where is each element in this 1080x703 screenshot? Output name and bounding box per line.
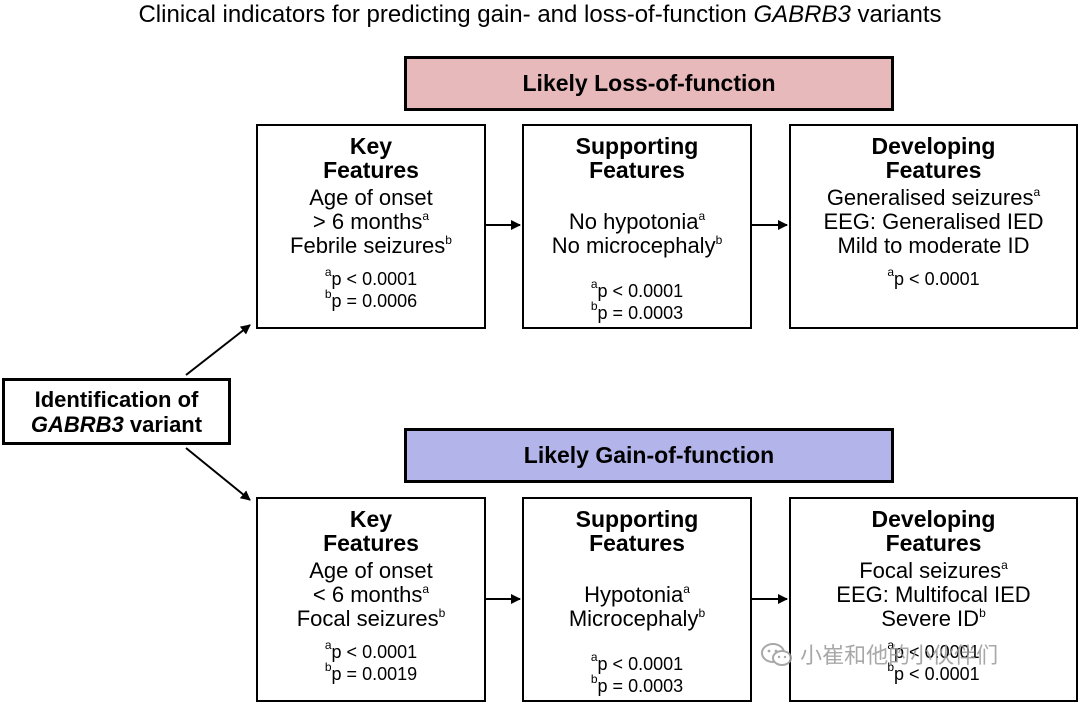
loss-developing-stats: ap < 0.0001 (887, 265, 980, 289)
figure-title: Clinical indicators for predicting gain-… (0, 2, 1080, 28)
loss-key-lines: Age of onset > 6 monthsa Febrile seizure… (290, 185, 452, 258)
gain-banner: Likely Gain-of-function (404, 428, 894, 483)
loss-supporting-lines: No hypotoniaa No microcephalyb (551, 209, 723, 258)
gain-key-lines: Age of onset < 6 monthsa Focal seizuresb (296, 558, 446, 631)
identification-line2: GABRB3 variant (5, 412, 228, 437)
loss-supporting-stats: ap < 0.0001 bp = 0.0003 (590, 277, 684, 323)
loss-key-stats: ap < 0.0001 bp = 0.0006 (324, 265, 418, 311)
title-text: Clinical indicators for predicting gain-… (138, 1, 754, 28)
title-suffix: variants (850, 1, 942, 28)
title-gene: GABRB3 (753, 1, 851, 28)
identification-box: Identification of GABRB3 variant (2, 378, 231, 445)
arrow-to-gain (185, 447, 251, 501)
wechat-icon (761, 643, 792, 666)
identification-line1: Identification of (34, 386, 199, 412)
watermark-text: 小崔和他的小伙伴们 (800, 643, 999, 668)
watermark: 小崔和他的小伙伴们 (760, 638, 998, 670)
identification-gene: GABRB3 (30, 411, 124, 437)
arrow-to-loss (185, 324, 251, 376)
gain-developing-lines: Focal seizuresa EEG: Multifocal IED Seve… (836, 558, 1031, 631)
loss-banner: Likely Loss-of-function (404, 56, 894, 111)
gain-developing-stats: ap < 0.0001 bp < 0.0001 (887, 638, 980, 684)
gain-key-stats: ap < 0.0001 bp = 0.0019 (324, 638, 418, 684)
gain-supporting-lines: Hypotoniaa Microcephalyb (568, 582, 706, 631)
gain-banner-label: Likely Gain-of-function (523, 442, 775, 468)
identification-suffix: variant (123, 411, 203, 437)
gain-supporting-stats: ap < 0.0001 bp = 0.0003 (590, 650, 684, 696)
loss-banner-label: Likely Loss-of-function (522, 70, 776, 96)
loss-developing-lines: Generalised seizuresa EEG: Generalised I… (823, 185, 1044, 258)
